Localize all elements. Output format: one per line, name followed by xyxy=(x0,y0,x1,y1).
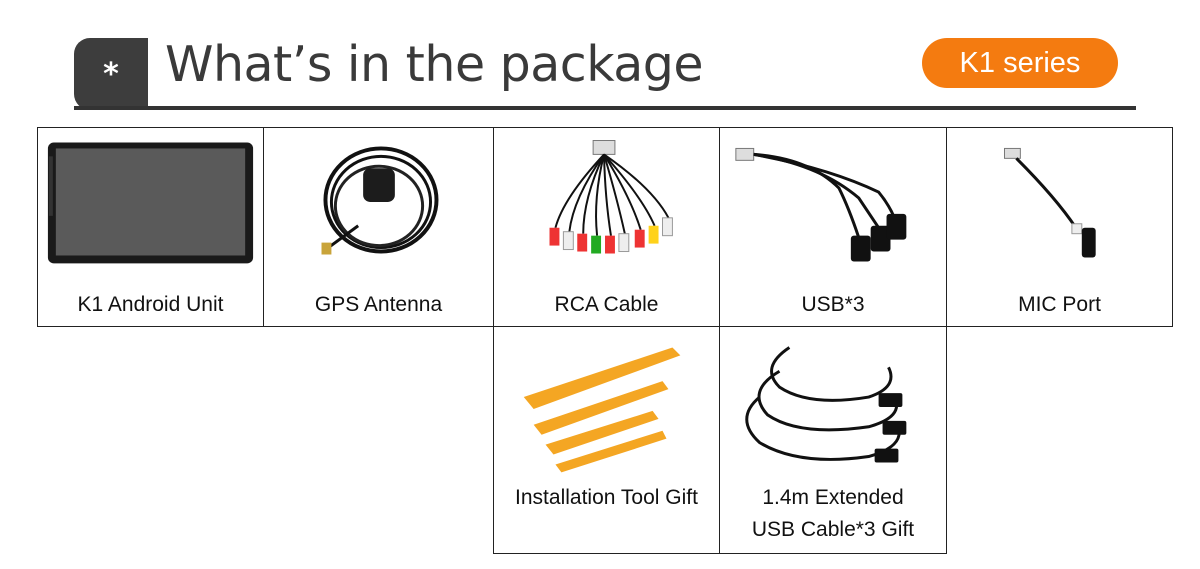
usb-cable-icon xyxy=(720,128,946,268)
item-label: USB*3 xyxy=(801,293,865,316)
package-item-installation-tools: Installation Tool Gift xyxy=(493,326,720,554)
package-item-rca-cable: RCA Cable xyxy=(493,127,720,327)
installation-tools-icon xyxy=(494,327,719,477)
package-item-usb: USB*3 xyxy=(719,127,947,327)
item-label: GPS Antenna xyxy=(314,293,443,316)
package-item-android-unit: K1 Android Unit xyxy=(37,127,264,327)
package-item-mic-port: MIC Port xyxy=(946,127,1173,327)
mic-port-icon xyxy=(947,128,1172,268)
item-label: K1 Android Unit xyxy=(77,293,224,316)
package-item-gps-antenna: GPS Antenna xyxy=(263,127,494,327)
item-label: Installation Tool Gift xyxy=(515,486,698,509)
header-divider xyxy=(74,106,1136,110)
android-unit-icon xyxy=(38,128,263,268)
gps-antenna-icon xyxy=(264,128,493,268)
series-badge: K1 series xyxy=(922,38,1118,88)
item-label: RCA Cable xyxy=(554,293,659,316)
asterisk-icon: * xyxy=(103,56,119,92)
item-label: MIC Port xyxy=(1018,293,1101,316)
package-item-extended-usb: 1.4m Extended USB Cable*3 Gift xyxy=(719,326,947,554)
header-badge: * xyxy=(74,38,148,110)
page-title: What’s in the package xyxy=(165,36,704,93)
extended-usb-cable-icon xyxy=(720,327,946,477)
rca-cable-icon xyxy=(494,128,719,268)
item-label-line2: USB Cable*3 Gift xyxy=(751,518,915,541)
item-label-line1: 1.4m Extended xyxy=(762,486,904,509)
